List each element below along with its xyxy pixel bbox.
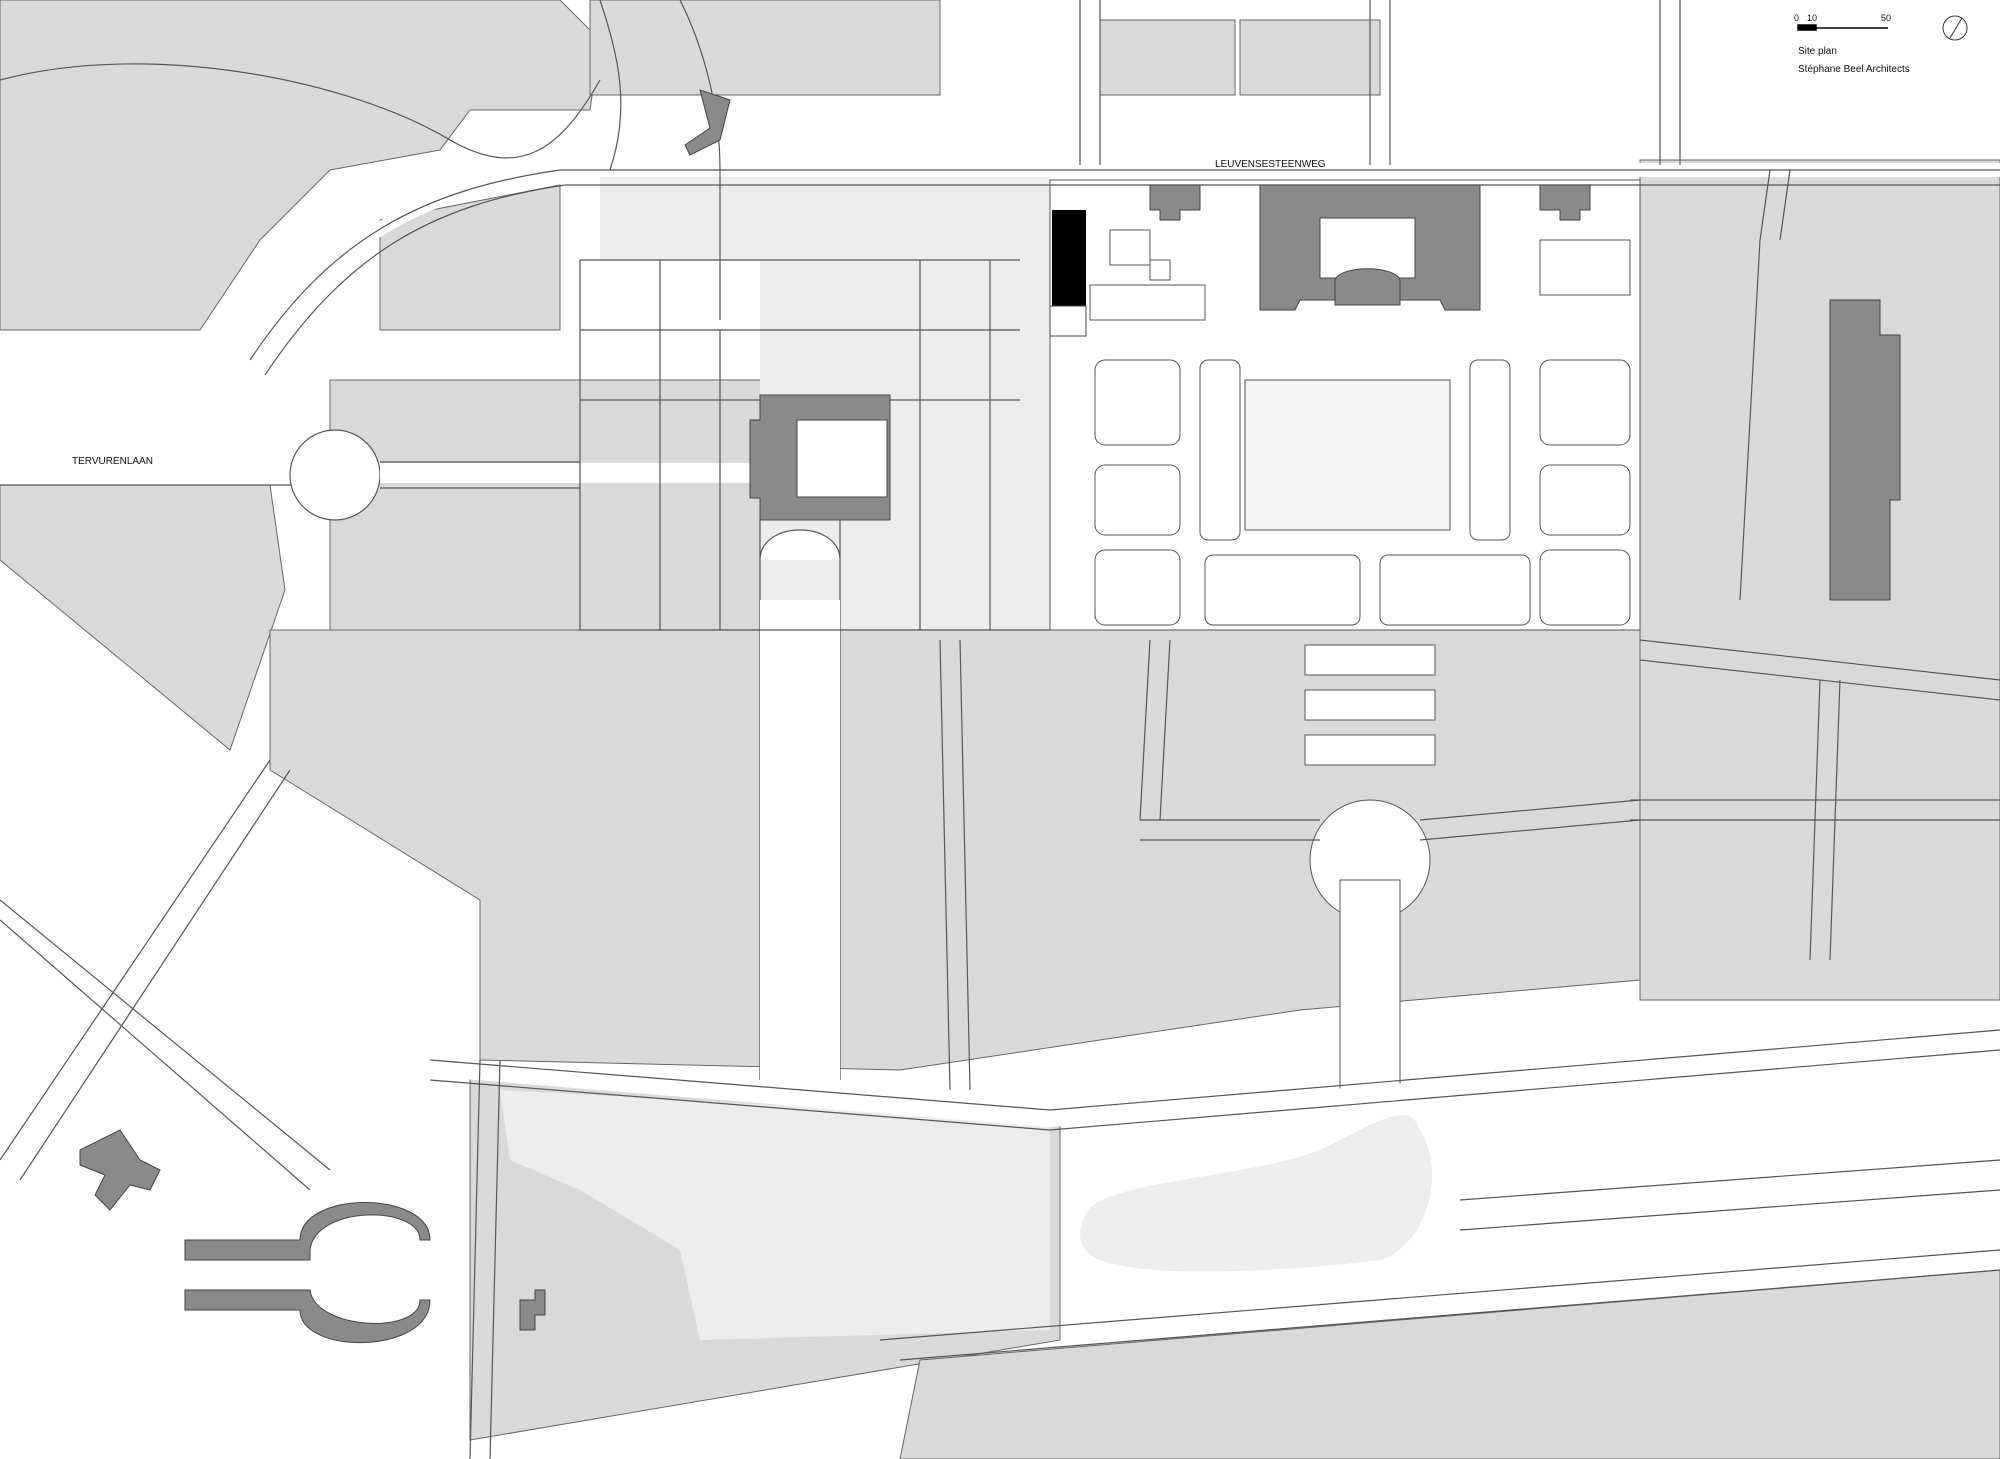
roundabout [289, 429, 381, 521]
palace-courtyard [1319, 217, 1416, 279]
scale-label-zero: 0 [1794, 13, 1800, 23]
buildings [79, 89, 1901, 1343]
palace-dome [1334, 268, 1401, 306]
west-cross-building [79, 1129, 161, 1211]
legend-title: Site plan [1798, 46, 1837, 57]
street-label-leuvensesteenweg: LEUVENSESTEENWEG [1215, 159, 1326, 170]
north-arrow-icon [1942, 15, 1968, 41]
west-museum-court [796, 419, 888, 498]
street-label-tervurenlaan: TERVURENLAAN [72, 456, 153, 467]
east-building [1829, 299, 1901, 601]
scale-label-max: 50 [1881, 13, 1892, 23]
park-north-triangle-right [1239, 19, 1381, 96]
park-north-west [0, 0, 601, 331]
road-south [879, 1249, 2000, 1361]
park-north-band [589, 0, 941, 96]
road-diagonal-west [0, 899, 331, 1191]
park-west-mid [0, 484, 286, 751]
light-zone-sw [500, 1090, 1050, 1340]
new-building-annex [1049, 305, 1087, 337]
light-zone-pond [1080, 1115, 1433, 1272]
scale-bar [1797, 24, 1888, 31]
legend-credit: Stéphane Beel Architects [1798, 64, 1910, 75]
path-north-curve [0, 63, 601, 159]
park-north-triangle-left [1099, 19, 1236, 96]
park-tervuren-north [379, 184, 561, 331]
u-shaped-gate [184, 1202, 431, 1261]
island-cross [519, 1289, 546, 1331]
park-south-east [899, 1269, 2000, 1459]
pavilion-right [1539, 184, 1591, 221]
park-east [1639, 159, 2000, 1001]
pavilion-left [1149, 184, 1201, 221]
road-south-avenue [429, 1029, 2000, 1111]
north-curved-building [684, 89, 731, 156]
new-building [1052, 210, 1086, 306]
scale-label-mid: 10 [1807, 13, 1818, 23]
